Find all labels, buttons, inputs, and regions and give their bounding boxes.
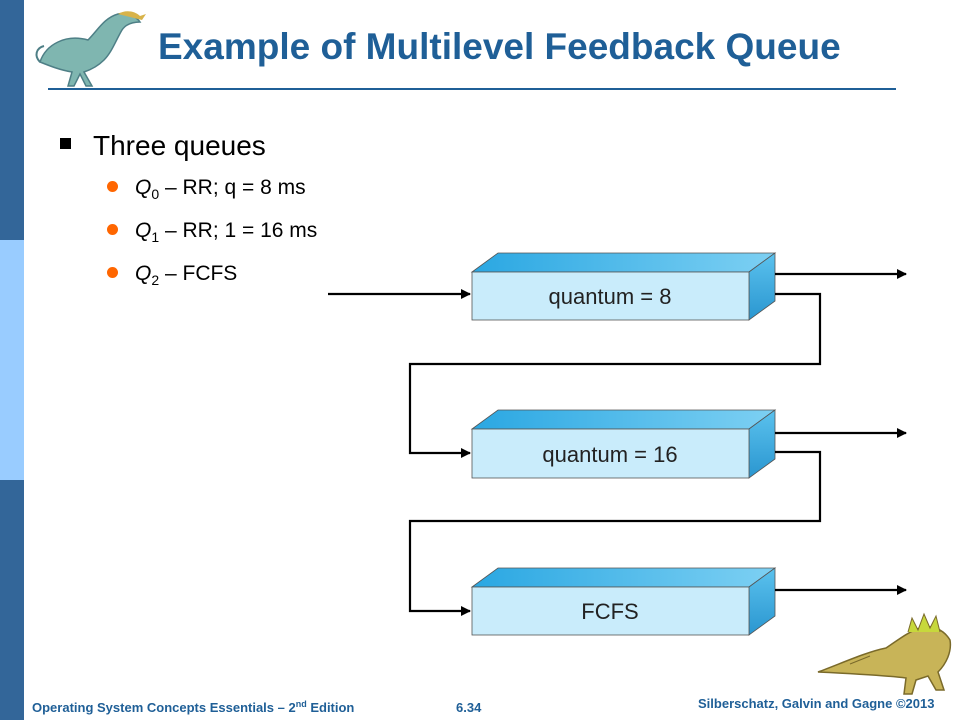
sub-bullet-q0: Q0 – RR; q = 8 ms	[107, 176, 306, 202]
sidebar-accent	[0, 240, 24, 480]
queue-label-0: quantum = 8	[549, 284, 672, 309]
bullet-text: Three queues	[93, 130, 266, 161]
flow-arrows	[328, 269, 907, 616]
queue-letter: Q	[135, 219, 152, 242]
queue-letter: Q	[135, 262, 152, 285]
footer-authors: Silberschatz, Galvin and Gagne ©2013	[698, 696, 935, 711]
queue-box-2	[470, 567, 777, 636]
queue-box-0	[470, 252, 777, 321]
footer-title-end: Edition	[306, 700, 355, 715]
dot-bullet-icon	[107, 180, 118, 192]
queue-desc: – RR; q = 8 ms	[159, 176, 306, 199]
queue-index: 0	[151, 186, 160, 202]
title-divider	[48, 88, 896, 90]
sub-bullet-q1: Q1 – RR; 1 = 16 ms	[107, 219, 318, 245]
queue-index: 1	[151, 229, 160, 245]
queue-label-1: quantum = 16	[542, 442, 677, 467]
queue-desc: – RR; 1 = 16 ms	[159, 219, 318, 242]
sub-bullet-q2: Q2 – FCFS	[107, 262, 238, 288]
page-number: 6.34	[456, 700, 482, 715]
footer-title-sup: nd	[295, 699, 307, 709]
bullet-three-queues: Three queues	[60, 130, 266, 162]
slide-title: Example of Multilevel Feedback Queue	[158, 26, 841, 67]
queue-box-1	[470, 409, 777, 479]
dot-bullet-icon	[107, 223, 118, 235]
queue-label-2: FCFS	[581, 599, 638, 624]
arrow-demote-0	[408, 292, 822, 458]
arrow-demote-1	[408, 450, 822, 616]
square-bullet-icon	[60, 138, 71, 150]
queue-index: 2	[151, 272, 160, 288]
dot-bullet-icon	[107, 266, 118, 278]
dinosaur-footer-icon	[817, 612, 952, 695]
footer-book-title: Operating System Concepts Essentials – 2…	[32, 699, 355, 716]
queue-desc: – FCFS	[159, 262, 238, 285]
queue-letter: Q	[135, 176, 152, 199]
footer-title-text: Operating System Concepts Essentials – 2	[32, 700, 296, 715]
